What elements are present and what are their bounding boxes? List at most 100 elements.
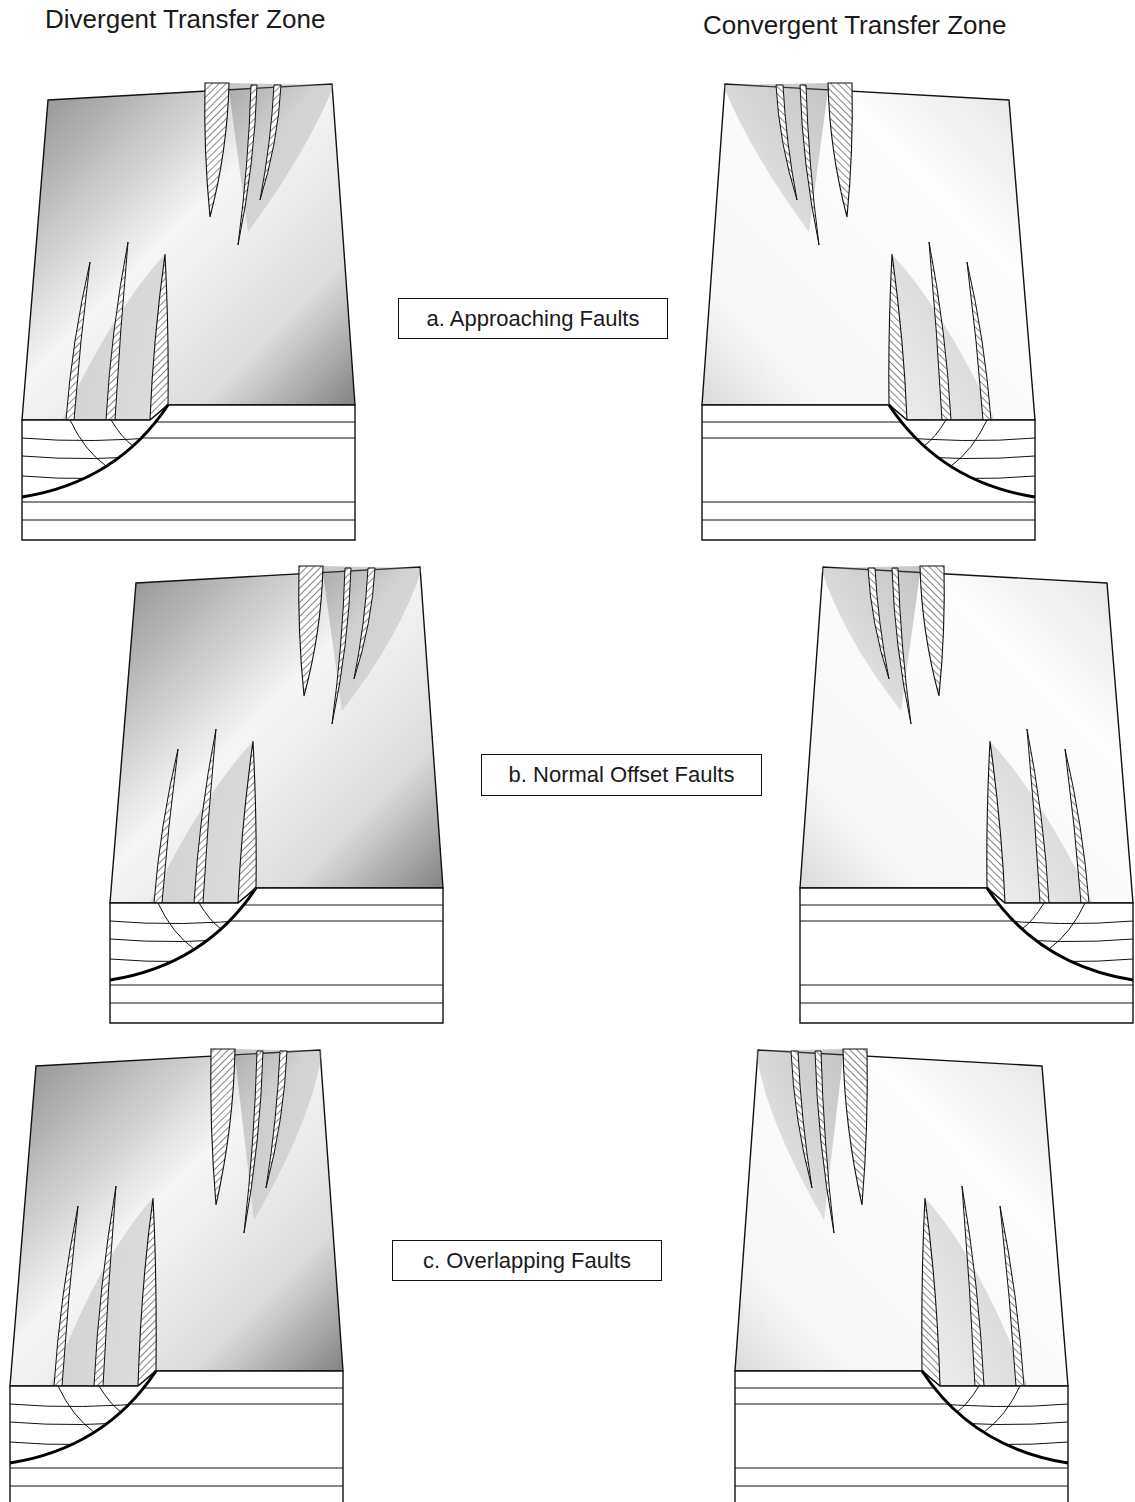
top-surface — [735, 1050, 1068, 1386]
block-diagram — [702, 83, 1035, 540]
footwall-layers — [702, 422, 1035, 520]
layer-line — [735, 1486, 1068, 1487]
top-surface — [702, 84, 1035, 420]
caption-box: c. Overlapping Faults — [392, 1240, 662, 1281]
secondary-fault-section — [1049, 903, 1085, 949]
minor-fault-scarp — [266, 1051, 287, 1188]
minor-fault-scarp — [815, 1051, 834, 1233]
layer-line — [110, 985, 443, 986]
front-face — [735, 1371, 1068, 1502]
layer-line — [702, 438, 1035, 439]
layer-line — [110, 1003, 443, 1004]
minor-fault-scarp — [354, 568, 375, 679]
secondary-fault-section — [58, 1386, 94, 1432]
secondary-fault-section — [957, 1386, 979, 1412]
listric-fault — [889, 405, 1035, 497]
block-diagram — [110, 566, 443, 1023]
main-fault-scarp — [920, 566, 944, 696]
upper-relay-shade — [756, 1049, 844, 1220]
layer-line — [983, 957, 1133, 962]
main-fault-scarp — [205, 83, 229, 217]
layer-line — [735, 1404, 1068, 1405]
column-heading: Divergent Transfer Zone — [45, 4, 325, 35]
layer-line — [22, 438, 355, 439]
front-face — [22, 405, 355, 540]
main-fault-scarp — [138, 1198, 156, 1386]
top-surface — [10, 1050, 343, 1386]
layer-line — [918, 1440, 1068, 1445]
footwall-layers — [10, 1388, 343, 1486]
footwall-layers — [110, 905, 443, 1003]
footwall-layers — [800, 905, 1133, 1003]
top-surface — [800, 567, 1133, 903]
layer-line — [10, 1440, 160, 1445]
main-fault-scarp — [299, 566, 323, 696]
listric-fault — [922, 1371, 1068, 1463]
block-diagram — [735, 1049, 1068, 1502]
listric-fault — [987, 888, 1133, 980]
layer-line — [800, 921, 1133, 922]
upper-relay-shade — [234, 1049, 322, 1220]
listric-fault — [110, 888, 256, 980]
minor-fault-scarp — [194, 729, 216, 903]
layer-line — [702, 520, 1035, 521]
layer-line — [110, 957, 260, 962]
minor-fault-scarp — [106, 242, 128, 420]
minor-fault-scarp — [332, 568, 351, 724]
layer-line — [800, 1003, 1133, 1004]
listric-fault — [10, 1371, 156, 1463]
main-fault-scarp — [889, 254, 907, 420]
layer-line — [22, 422, 355, 423]
minor-fault-scarp — [154, 749, 178, 903]
minor-fault-scarp — [94, 1186, 116, 1386]
main-fault-scarp — [211, 1049, 235, 1205]
main-fault-scarp — [828, 83, 852, 217]
minor-fault-scarp — [868, 568, 889, 679]
front-face — [110, 888, 443, 1023]
secondary-fault-section — [1022, 903, 1044, 929]
minor-fault-scarp — [54, 1206, 78, 1386]
secondary-fault-section — [951, 420, 987, 466]
front-face — [10, 1371, 343, 1502]
minor-fault-scarp — [892, 568, 911, 724]
minor-fault-scarp — [1065, 749, 1089, 903]
block-diagram — [10, 1049, 343, 1502]
minor-fault-scarp — [260, 85, 281, 200]
caption-text: c. Overlapping Faults — [423, 1248, 631, 1274]
main-fault-scarp — [843, 1049, 867, 1205]
secondary-fault-section — [158, 903, 194, 949]
layer-line — [110, 921, 443, 922]
minor-fault-scarp — [776, 85, 797, 200]
footwall-layers — [22, 422, 355, 520]
secondary-fault-section — [111, 420, 133, 446]
layer-line — [735, 1468, 1068, 1469]
minor-fault-scarp — [1027, 729, 1049, 903]
main-fault-scarp — [987, 741, 1005, 903]
caption-text: a. Approaching Faults — [427, 306, 640, 332]
front-face — [702, 405, 1035, 540]
layer-line — [10, 1486, 343, 1487]
minor-fault-scarp — [929, 242, 951, 420]
top-surface — [110, 567, 443, 903]
caption-box: b. Normal Offset Faults — [481, 754, 762, 796]
layer-line — [22, 502, 355, 503]
block-diagram — [800, 566, 1133, 1023]
layer-line — [735, 1388, 1068, 1389]
minor-fault-scarp — [800, 85, 819, 245]
block-diagram — [22, 83, 355, 540]
layer-line — [702, 422, 1035, 423]
main-fault-scarp — [150, 254, 168, 420]
minor-fault-scarp — [967, 262, 991, 420]
caption-box: a. Approaching Faults — [398, 298, 668, 339]
layer-line — [800, 905, 1133, 906]
layer-line — [800, 985, 1133, 986]
minor-fault-scarp — [244, 1051, 263, 1233]
layer-line — [10, 1404, 343, 1405]
layer-line — [885, 474, 1035, 479]
top-surface — [22, 84, 355, 420]
column-heading: Convergent Transfer Zone — [703, 10, 1007, 41]
layer-line — [22, 520, 355, 521]
minor-fault-scarp — [1000, 1206, 1024, 1386]
layer-line — [22, 474, 172, 479]
